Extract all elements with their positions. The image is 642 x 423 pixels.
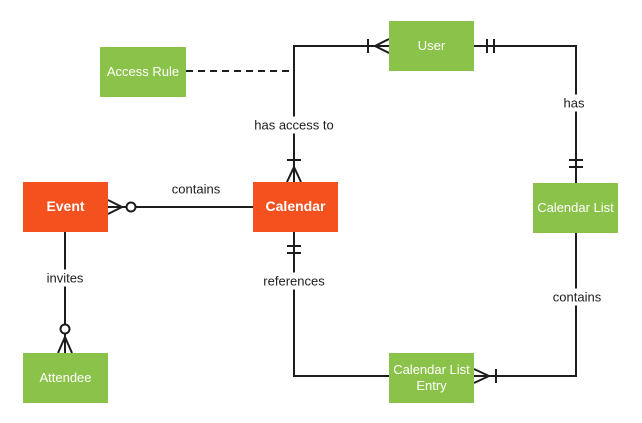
line-segment <box>474 233 577 377</box>
relationship-label-has: has <box>559 94 589 112</box>
entity-calendar-label: Calendar <box>265 198 326 215</box>
crows-foot-many-icon <box>107 199 123 215</box>
cardinality-exactly-one-ticks-icon <box>569 159 583 168</box>
entity-user-label: User <box>417 37 446 53</box>
line-segment <box>474 45 577 183</box>
entity-event-label: Event <box>46 198 85 215</box>
line-segment <box>293 45 389 182</box>
line-segment <box>293 232 389 377</box>
crows-foot-many-icon <box>57 336 73 354</box>
relationship-line-contains-entries <box>473 233 577 384</box>
cardinality-exactly-one-ticks-icon <box>287 245 301 254</box>
cardinality-zero-circle-icon <box>125 201 137 213</box>
relationship-label-contains-events: contains <box>167 180 225 198</box>
entity-user: User <box>389 21 474 71</box>
crows-foot-many-icon <box>473 368 490 384</box>
entity-calendar-list-entry: Calendar List Entry <box>389 353 474 403</box>
relationship-line-contains-events <box>107 199 253 215</box>
entity-calendar-list-label: Calendar List <box>537 199 614 215</box>
entity-calendar-list: Calendar List <box>533 183 618 233</box>
entity-access-rule: Access Rule <box>100 47 186 97</box>
entity-access-rule-label: Access Rule <box>106 63 180 79</box>
relationship-label-contains-entries: contains <box>548 288 606 306</box>
crows-foot-many-icon <box>374 38 390 54</box>
entity-attendee-label: Attendee <box>39 369 92 385</box>
relationship-line-invites <box>57 232 73 354</box>
entity-calendar-list-entry-label: Calendar List Entry <box>393 361 470 393</box>
relationship-label-invites: invites <box>42 269 88 287</box>
relationship-line-has <box>474 39 583 183</box>
relationship-line-references <box>287 232 389 377</box>
entity-event: Event <box>23 182 108 232</box>
relationship-label-references: references <box>259 272 329 290</box>
cardinality-exactly-one-ticks-icon <box>486 39 495 53</box>
entity-calendar: Calendar <box>253 182 338 232</box>
entity-attendee: Attendee <box>23 353 108 403</box>
crows-foot-many-icon <box>286 166 302 183</box>
relationship-line-has-access-to <box>286 38 390 183</box>
relationship-label-has-access-to: has access to <box>250 116 338 134</box>
cardinality-zero-circle-icon <box>59 323 71 335</box>
